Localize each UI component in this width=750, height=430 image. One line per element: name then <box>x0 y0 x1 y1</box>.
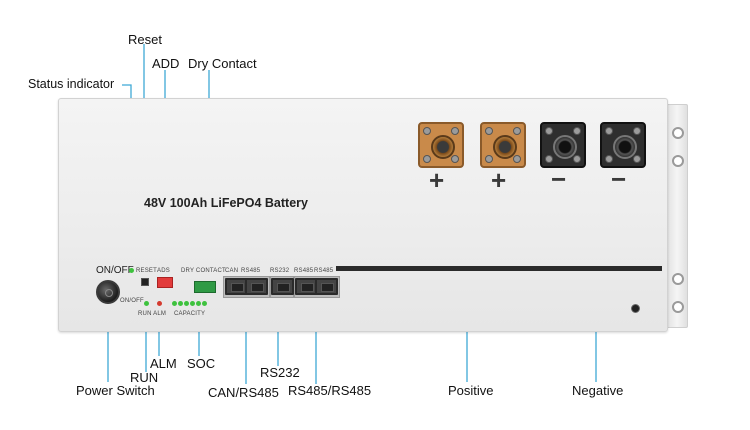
run-callout: RUN <box>130 370 159 385</box>
minus-sign-2: − <box>611 164 627 194</box>
can-rs485-callout: CAN/RS485 <box>208 385 279 400</box>
terminal-bolt <box>545 155 553 163</box>
soc-led <box>202 301 207 306</box>
minus-sign-1: − <box>551 164 567 194</box>
rs485-panel-label-a: RS485 <box>241 268 261 274</box>
mount-hole <box>672 273 684 285</box>
terminal-bolt <box>605 155 613 163</box>
soc-led <box>196 301 201 306</box>
terminal-bolt <box>513 155 521 163</box>
terminal-bolt <box>451 155 459 163</box>
reset-button[interactable] <box>141 278 149 286</box>
negative-terminal-1[interactable] <box>540 122 586 168</box>
terminal-bolt <box>605 127 613 135</box>
plus-sign-2: + <box>491 165 507 195</box>
terminal-socket <box>613 135 637 159</box>
rs485-port-b[interactable] <box>315 278 338 295</box>
positive-terminal-2[interactable] <box>480 122 526 168</box>
terminal-bolt <box>423 127 431 135</box>
ground-screw <box>631 304 640 313</box>
dry-contact-panel-label: DRY CONTACT <box>181 268 226 274</box>
terminal-bolt <box>545 127 553 135</box>
status-indicator-callout: Status indicator <box>28 77 115 91</box>
capacity-panel-label: CAPACITY <box>174 311 206 317</box>
terminal-bolt <box>423 155 431 163</box>
on-off-label: ON/OFF <box>96 265 134 276</box>
rs232-panel-label: RS232 <box>270 268 290 274</box>
add-callout: ADD <box>152 56 180 71</box>
mount-hole <box>672 301 684 313</box>
positive-callout: Positive <box>448 383 494 398</box>
soc-led <box>178 301 183 306</box>
on-off-small-label: ON/OFF <box>120 298 144 304</box>
terminal-socket <box>493 135 517 159</box>
right-rack-ear <box>666 104 688 328</box>
run-alm-panel-label: RUN ALM <box>138 311 167 317</box>
soc-led <box>190 301 195 306</box>
rs485-panel-label-c: RS485 <box>314 268 334 274</box>
rs485-rs485-callout: RS485/RS485 <box>288 383 372 398</box>
panel-stripe <box>336 266 662 271</box>
terminal-bolt <box>633 155 641 163</box>
run-led <box>144 301 149 306</box>
terminal-bolt <box>451 127 459 135</box>
add-panel-label: ADS <box>157 268 170 274</box>
dry-contact-callout: Dry Contact <box>188 56 257 71</box>
negative-terminal-2[interactable] <box>600 122 646 168</box>
mount-hole <box>672 127 684 139</box>
rs485-port[interactable] <box>245 278 268 295</box>
can-panel-label: CAN <box>225 268 239 274</box>
power-switch-callout: Power Switch <box>76 383 155 398</box>
terminal-socket <box>431 135 455 159</box>
soc-led <box>184 301 189 306</box>
mount-hole <box>672 155 684 167</box>
rs232-callout: RS232 <box>260 365 300 380</box>
soc-callout: SOC <box>187 356 216 371</box>
plus-sign-1: + <box>429 165 445 195</box>
terminal-bolt <box>633 127 641 135</box>
soc-led <box>172 301 177 306</box>
positive-terminal-1[interactable] <box>418 122 464 168</box>
power-switch[interactable] <box>96 280 120 304</box>
dry-contact-terminal[interactable] <box>194 281 216 293</box>
alm-led <box>157 301 162 306</box>
alm-callout: ALM <box>150 356 177 371</box>
rs485-panel-label-b: RS485 <box>294 268 314 274</box>
terminal-bolt <box>513 127 521 135</box>
terminal-bolt <box>485 155 493 163</box>
negative-callout: Negative <box>572 383 624 398</box>
terminal-socket <box>553 135 577 159</box>
status-indicator-led <box>129 268 134 273</box>
rs232-port[interactable] <box>271 278 294 295</box>
reset-panel-label: RESET <box>136 268 158 274</box>
terminal-bolt <box>573 127 581 135</box>
terminal-bolt <box>573 155 581 163</box>
product-title: 48V 100Ah LiFePO4 Battery <box>144 196 308 210</box>
terminal-bolt <box>485 127 493 135</box>
add-dip-switch[interactable] <box>157 277 173 288</box>
reset-callout: Reset <box>128 32 162 47</box>
